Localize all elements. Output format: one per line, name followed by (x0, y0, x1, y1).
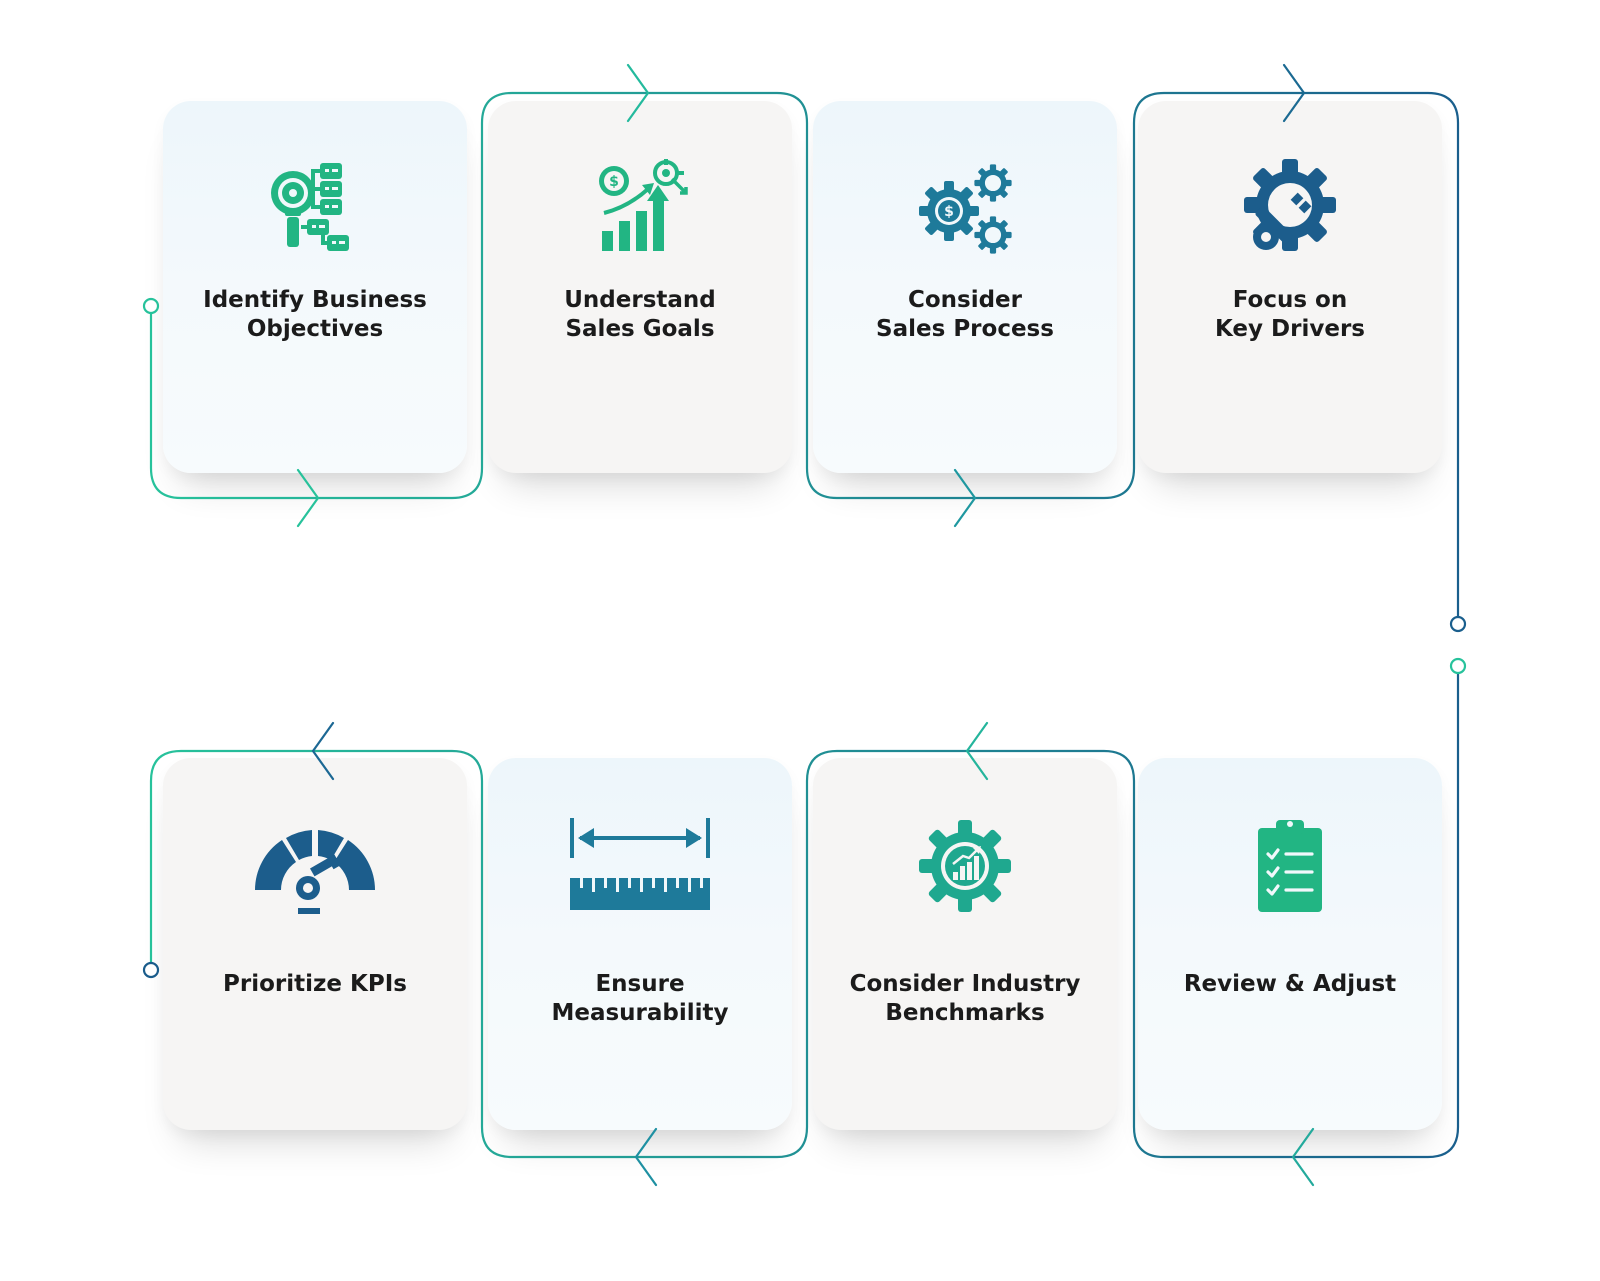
step-label: Identify Business Objectives (203, 287, 427, 342)
step-label: Review & Adjust (1183, 971, 1397, 997)
step-card-identify-business-objectives: Identify Business Objectives (163, 101, 467, 473)
sales-process-gears-icon: $ (915, 159, 1015, 259)
svg-text:$: $ (609, 174, 619, 190)
step-label: Consider Sales Process (876, 287, 1054, 342)
business-objectives-icon (265, 159, 365, 259)
start-dot (142, 297, 160, 315)
step-label: Ensure Measurability (551, 971, 729, 1026)
row-start-dot (1449, 657, 1467, 675)
row-end-dot (1449, 615, 1467, 633)
speedometer-key-icon (250, 816, 380, 916)
step-card-consider-sales-process: $ Consider Sales Process (813, 101, 1117, 473)
step-card-ensure-measurability: Ensure Measurability (488, 758, 792, 1130)
key-drivers-gear-icon (1240, 159, 1340, 259)
step-label: Focus on Key Drivers (1215, 287, 1365, 342)
step-label: Prioritize KPIs (223, 971, 407, 997)
step-card-prioritize-kpis: Prioritize KPIs (163, 758, 467, 1130)
step-card-understand-sales-goals: $ Understand Sales Goals (488, 101, 792, 473)
chevron-right-icon (296, 468, 320, 528)
sales-goals-icon: $ (590, 159, 690, 259)
step-card-review-and-adjust: Review & Adjust (1138, 758, 1442, 1130)
chevron-left-icon (1291, 1127, 1315, 1187)
chevron-right-icon (953, 468, 977, 528)
step-card-focus-on-key-drivers: Focus on Key Drivers (1138, 101, 1442, 473)
gear-chart-icon (915, 816, 1015, 916)
svg-text:$: $ (944, 204, 954, 220)
step-card-consider-industry-benchmarks: Consider Industry Benchmarks (813, 758, 1117, 1130)
ruler-measure-icon (570, 816, 710, 916)
clipboard-checklist-icon (1240, 816, 1340, 916)
step-label: Consider Industry Benchmarks (849, 971, 1081, 1026)
chevron-left-icon (634, 1127, 658, 1187)
end-dot (142, 961, 160, 979)
step-label: Understand Sales Goals (564, 287, 716, 342)
